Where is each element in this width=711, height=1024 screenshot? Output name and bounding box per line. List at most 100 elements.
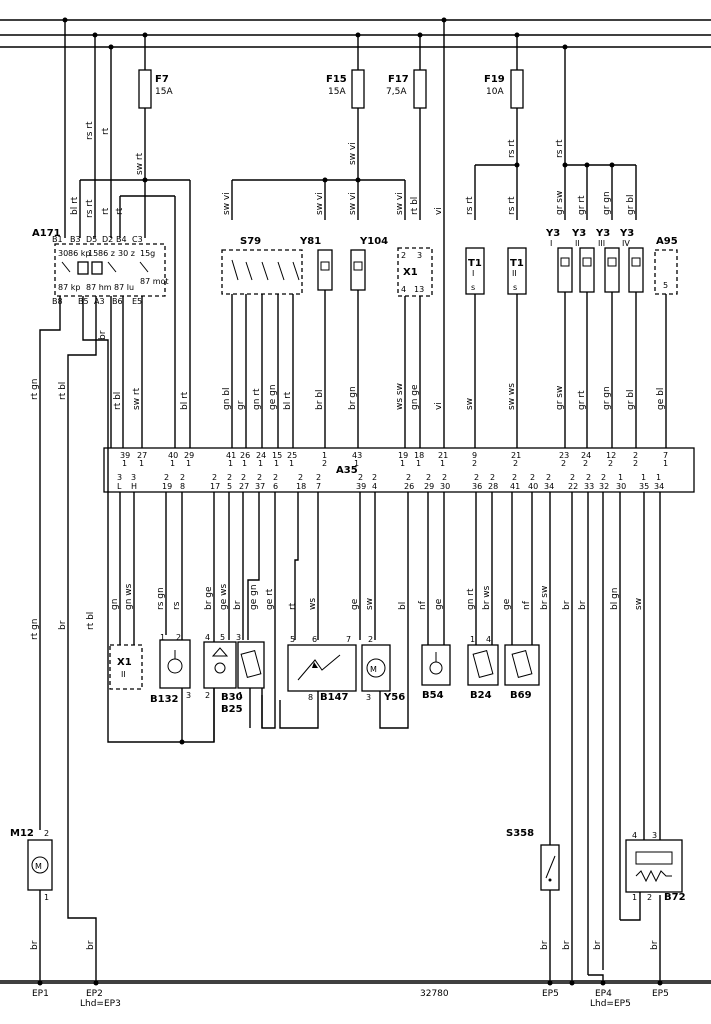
svg-text:28: 28 — [488, 482, 498, 491]
svg-text:br ge: br ge — [204, 586, 214, 610]
svg-text:2: 2 — [298, 473, 303, 482]
svg-text:gn: gn — [110, 599, 120, 610]
svg-text:S79: S79 — [240, 236, 261, 247]
svg-text:F19: F19 — [484, 74, 505, 85]
svg-text:4: 4 — [486, 635, 491, 644]
sensor-b69: B69 — [504, 644, 540, 701]
svg-text:gn rt: gn rt — [466, 588, 476, 610]
svg-text:87 mot: 87 mot — [140, 277, 169, 286]
svg-text:br sw: br sw — [540, 586, 550, 610]
svg-text:7: 7 — [316, 482, 321, 491]
svg-text:gn rt: gn rt — [252, 388, 262, 410]
svg-text:1: 1 — [354, 459, 359, 468]
svg-text:2: 2 — [406, 473, 411, 482]
svg-text:III: III — [598, 239, 605, 248]
svg-text:A3: A3 — [94, 297, 105, 306]
svg-text:26: 26 — [240, 451, 250, 460]
svg-text:22: 22 — [568, 482, 578, 491]
svg-text:34: 34 — [544, 482, 554, 491]
svg-text:B1: B1 — [52, 235, 63, 244]
svg-text:A95: A95 — [656, 236, 678, 247]
svg-text:M12: M12 — [10, 828, 34, 839]
svg-text:br: br — [540, 940, 550, 950]
svg-text:II: II — [575, 239, 580, 248]
svg-text:rt gn: rt gn — [30, 618, 40, 640]
svg-text:1: 1 — [139, 459, 144, 468]
svg-text:2: 2 — [512, 473, 517, 482]
connector-x1-ii: X1 II — [109, 644, 143, 690]
svg-text:2: 2 — [570, 473, 575, 482]
ground-ep5-a: EP5 — [542, 989, 559, 999]
svg-text:86 z: 86 z — [98, 249, 115, 258]
svg-text:2: 2 — [490, 473, 495, 482]
svg-text:II: II — [512, 269, 517, 278]
svg-text:br: br — [562, 940, 572, 950]
svg-text:5: 5 — [290, 635, 295, 644]
svg-text:br: br — [58, 620, 68, 630]
svg-text:2: 2 — [586, 473, 591, 482]
svg-text:F17: F17 — [388, 74, 409, 85]
svg-text:2: 2 — [530, 473, 535, 482]
svg-text:gr rt: gr rt — [577, 390, 587, 410]
svg-text:40: 40 — [528, 482, 538, 491]
ground-ep4-sub: Lhd=EP5 — [590, 999, 631, 1009]
svg-text:2: 2 — [401, 251, 406, 260]
svg-text:2: 2 — [583, 459, 588, 468]
svg-text:H: H — [131, 482, 137, 491]
svg-text:B132: B132 — [150, 694, 179, 705]
svg-text:3: 3 — [652, 831, 657, 840]
wire-rs-rt-f: rs rt — [555, 139, 565, 158]
svg-text:F7: F7 — [155, 74, 169, 85]
svg-text:B30: B30 — [221, 692, 243, 703]
svg-text:2: 2 — [241, 473, 246, 482]
svg-text:6: 6 — [312, 635, 317, 644]
svg-text:26: 26 — [404, 482, 414, 491]
fuse-f15: F15 15A — [326, 35, 365, 109]
motor-m12: M12 2 M 1 — [10, 828, 53, 983]
wire-gr-rt-a: gr rt — [577, 195, 587, 215]
module-a95: A95 5 ge bl — [654, 236, 678, 448]
svg-text:1: 1 — [274, 459, 279, 468]
svg-text:sw: sw — [365, 598, 375, 610]
svg-text:gn ws: gn ws — [124, 583, 134, 610]
svg-text:9: 9 — [472, 451, 477, 460]
svg-text:rt: rt — [288, 602, 298, 610]
wire-sw-vi-a: sw vi — [348, 142, 358, 165]
injector-y3-iv: Y3 IV gr bl — [619, 228, 644, 448]
svg-text:X1: X1 — [403, 267, 418, 278]
svg-text:1: 1 — [258, 459, 263, 468]
svg-text:19: 19 — [162, 482, 172, 491]
svg-text:21: 21 — [438, 451, 448, 460]
svg-text:B25: B25 — [221, 704, 243, 715]
svg-text:8: 8 — [308, 693, 313, 702]
valve-y81: Y81 br bl — [299, 236, 333, 448]
svg-text:s: s — [513, 283, 517, 292]
svg-text:2: 2 — [180, 473, 185, 482]
svg-text:30 z: 30 z — [118, 249, 135, 258]
svg-text:6: 6 — [273, 482, 278, 491]
svg-text:1: 1 — [416, 459, 421, 468]
injector-y3-ii: Y3 II gr rt — [571, 228, 595, 448]
svg-text:1: 1 — [160, 633, 165, 642]
svg-text:18: 18 — [414, 451, 424, 460]
svg-text:87 lu: 87 lu — [114, 283, 134, 292]
ground-ep2: EP2 — [86, 989, 103, 999]
coil-t1-i: T1 I s sw — [465, 247, 485, 448]
svg-text:21: 21 — [511, 451, 521, 460]
injector-y3-i: Y3 I gr sw — [545, 228, 573, 448]
svg-text:32: 32 — [599, 482, 609, 491]
svg-text:sw rt: sw rt — [132, 387, 142, 410]
svg-text:3: 3 — [186, 691, 191, 700]
svg-text:M: M — [370, 665, 377, 674]
svg-text:2: 2 — [227, 473, 232, 482]
svg-text:rs: rs — [172, 601, 182, 610]
svg-text:br bl: br bl — [315, 390, 325, 411]
svg-text:1: 1 — [238, 691, 243, 700]
svg-text:2: 2 — [44, 829, 49, 838]
svg-text:5: 5 — [227, 482, 232, 491]
svg-text:B24: B24 — [470, 690, 492, 701]
svg-text:1: 1 — [632, 893, 637, 902]
svg-text:5: 5 — [220, 633, 225, 642]
svg-text:2: 2 — [474, 473, 479, 482]
svg-text:1: 1 — [618, 473, 623, 482]
